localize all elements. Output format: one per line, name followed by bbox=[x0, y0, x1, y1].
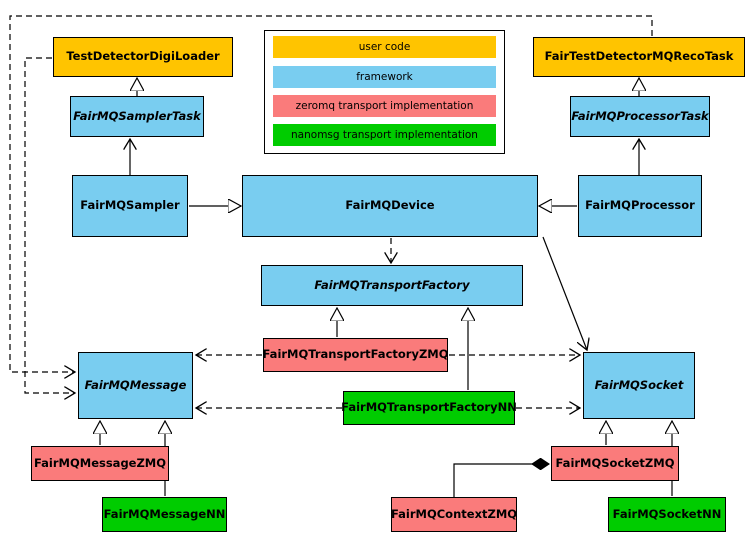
node-fairmq-context-zmq[interactable]: FairMQContextZMQ bbox=[391, 497, 517, 532]
node-fairmq-sampler[interactable]: FairMQSampler bbox=[72, 175, 188, 237]
node-fairmq-transport-factory[interactable]: FairMQTransportFactory bbox=[261, 265, 523, 306]
legend-item-nanomsg: nanomsg transport implementation bbox=[273, 124, 496, 146]
node-test-detector-digi-loader[interactable]: TestDetectorDigiLoader bbox=[53, 37, 233, 77]
legend-item-user-code: user code bbox=[273, 36, 496, 58]
node-fairmq-transport-factory-zmq[interactable]: FairMQTransportFactoryZMQ bbox=[263, 338, 449, 372]
edge-contextzmq-socketzmq bbox=[453, 464, 549, 497]
edge-recotask-message bbox=[9, 15, 653, 372]
edge-digiloader-message bbox=[24, 57, 75, 393]
edge-device-socket bbox=[542, 236, 587, 350]
node-fairmq-processor-task[interactable]: FairMQProcessorTask bbox=[570, 96, 710, 137]
node-fairmq-socket-nn[interactable]: FairMQSocketNN bbox=[608, 497, 726, 532]
node-fairmq-transport-factory-nn[interactable]: FairMQTransportFactoryNN bbox=[341, 391, 517, 425]
node-fairmq-processor[interactable]: FairMQProcessor bbox=[578, 175, 702, 237]
legend-item-zeromq: zeromq transport implementation bbox=[273, 95, 496, 117]
node-fairmq-sampler-task[interactable]: FairMQSamplerTask bbox=[70, 96, 204, 137]
node-fair-test-detector-mq-reco-task[interactable]: FairTestDetectorMQRecoTask bbox=[533, 37, 745, 77]
node-fairmq-message[interactable]: FairMQMessage bbox=[78, 352, 193, 419]
node-fairmq-message-nn[interactable]: FairMQMessageNN bbox=[102, 497, 227, 532]
node-fairmq-device[interactable]: FairMQDevice bbox=[242, 175, 538, 237]
node-fairmq-socket[interactable]: FairMQSocket bbox=[583, 352, 695, 419]
legend-item-framework: framework bbox=[273, 66, 496, 88]
node-fairmq-socket-zmq[interactable]: FairMQSocketZMQ bbox=[551, 446, 679, 481]
node-fairmq-message-zmq[interactable]: FairMQMessageZMQ bbox=[31, 446, 169, 481]
